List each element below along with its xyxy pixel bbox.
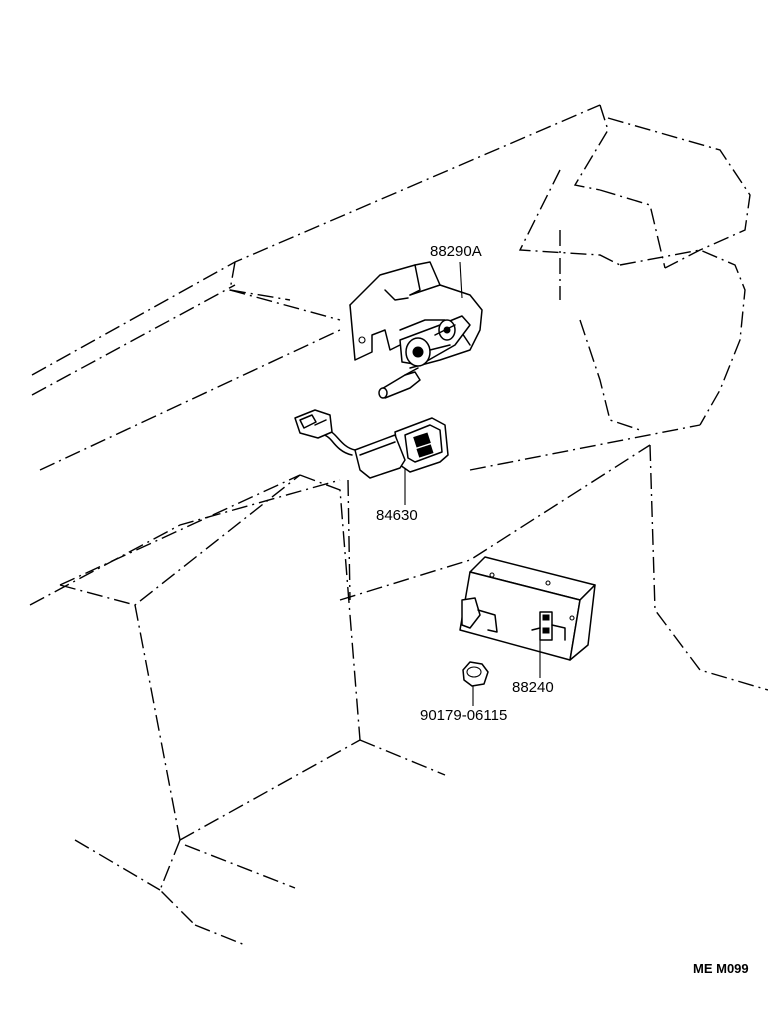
bracket-part	[349, 261, 483, 369]
leader-lines	[404, 261, 541, 706]
part-label-90179-06115: 90179-06115	[420, 707, 507, 724]
diagram-code: ME M099	[693, 961, 749, 976]
control-unit-part	[459, 556, 596, 661]
part-label-88290A: 88290A	[430, 243, 482, 260]
switch-part	[294, 409, 449, 479]
nut-part	[462, 661, 489, 687]
actuator-part	[378, 315, 471, 399]
dashboard-outline	[29, 104, 768, 946]
part-label-84630: 84630	[376, 507, 418, 524]
part-label-88240: 88240	[512, 679, 554, 696]
